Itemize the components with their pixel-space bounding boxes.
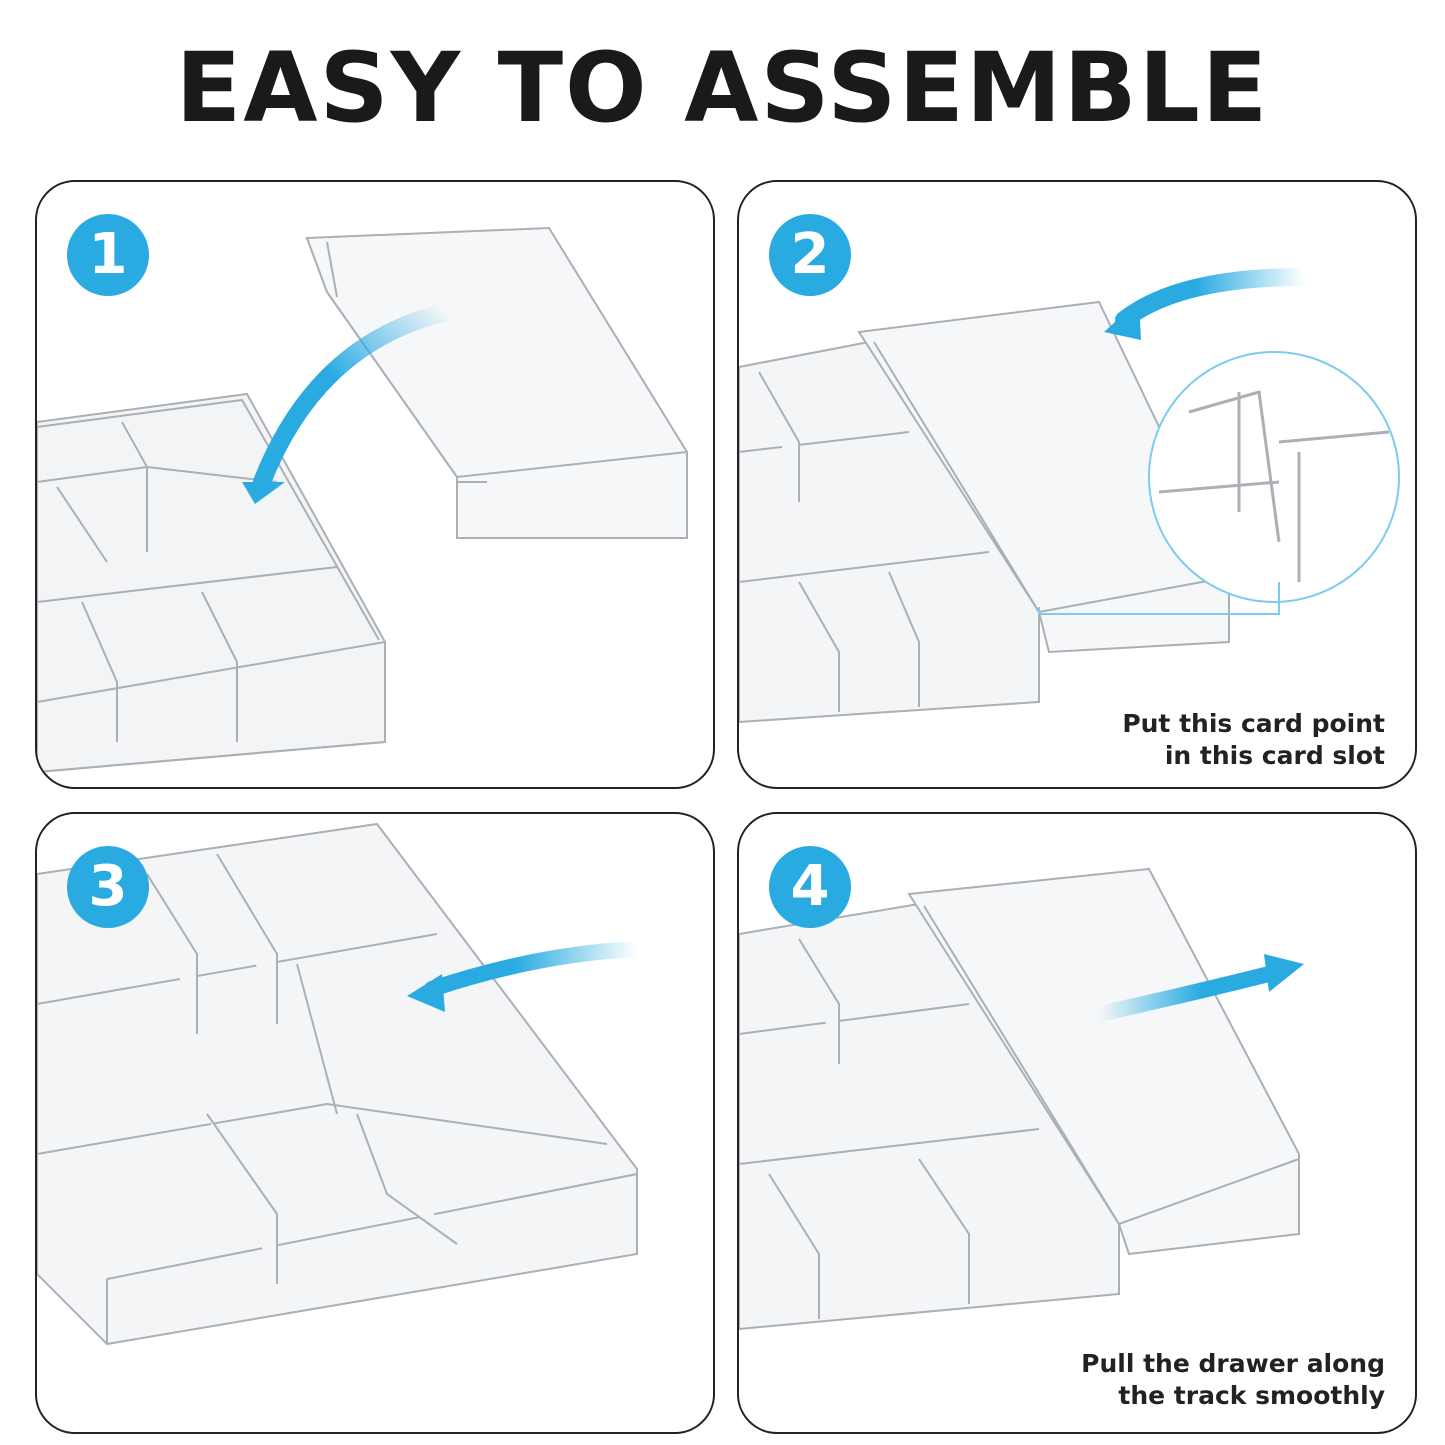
page-title: EASY TO ASSEMBLE	[175, 32, 1270, 144]
step-3-panel: 3	[35, 812, 715, 1434]
step-number-badge: 2	[769, 214, 851, 296]
step-4-illustration	[739, 867, 1304, 1331]
curved-blue-arrow-icon	[253, 303, 456, 491]
organizer-tray	[739, 902, 1120, 1331]
caption-line: in this card slot	[1164, 741, 1385, 770]
step-3-illustration	[37, 822, 645, 1346]
step-caption: Put this card point in this card slot	[1122, 708, 1385, 772]
step-1-illustration	[37, 226, 688, 774]
step-2-panel: 2 Put this card point in this card slot	[737, 180, 1417, 789]
step-caption: Pull the drawer along the track smoothly	[1081, 1348, 1385, 1412]
step-1-panel: 1	[35, 180, 715, 789]
caption-line: the track smoothly	[1118, 1381, 1385, 1410]
drawer-part	[907, 867, 1300, 1256]
step-2-illustration	[739, 268, 1400, 724]
straight-blue-arrow-icon	[1091, 966, 1277, 1022]
organizer-tray	[739, 340, 1040, 724]
magnifier-circle-icon	[1148, 351, 1400, 603]
organizer-tray	[37, 392, 386, 774]
organizer-tray	[37, 822, 638, 1346]
step-number-badge: 1	[67, 214, 149, 296]
step-4-panel: 4 Pull the drawer along the track smooth…	[737, 812, 1417, 1434]
curved-blue-arrow-icon	[1115, 268, 1313, 329]
step-number-badge: 3	[67, 846, 149, 928]
caption-line: Pull the drawer along	[1081, 1349, 1385, 1378]
step-number-badge: 4	[769, 846, 851, 928]
caption-line: Put this card point	[1122, 709, 1385, 738]
drawer-part	[305, 226, 688, 539]
straight-blue-arrow-icon	[424, 941, 645, 997]
